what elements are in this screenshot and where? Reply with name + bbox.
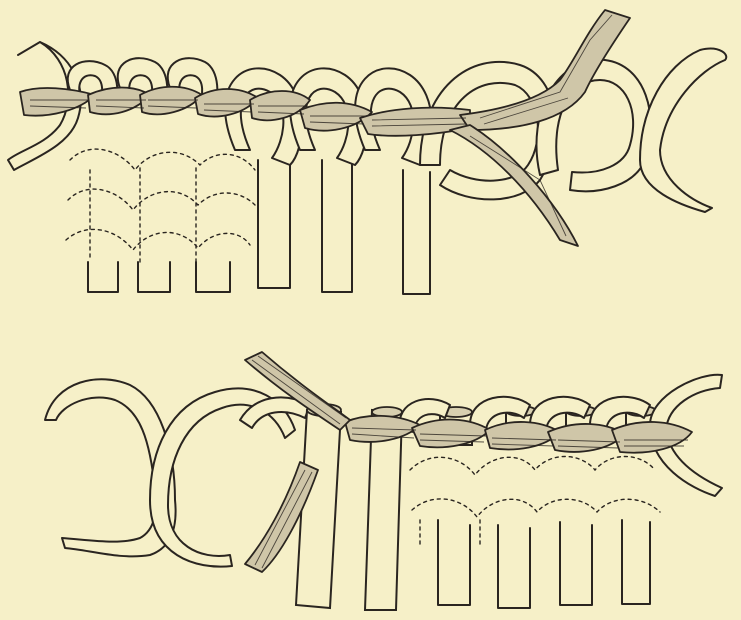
basket-weave-drawing: [0, 0, 741, 620]
illustration-canvas: [0, 0, 741, 620]
